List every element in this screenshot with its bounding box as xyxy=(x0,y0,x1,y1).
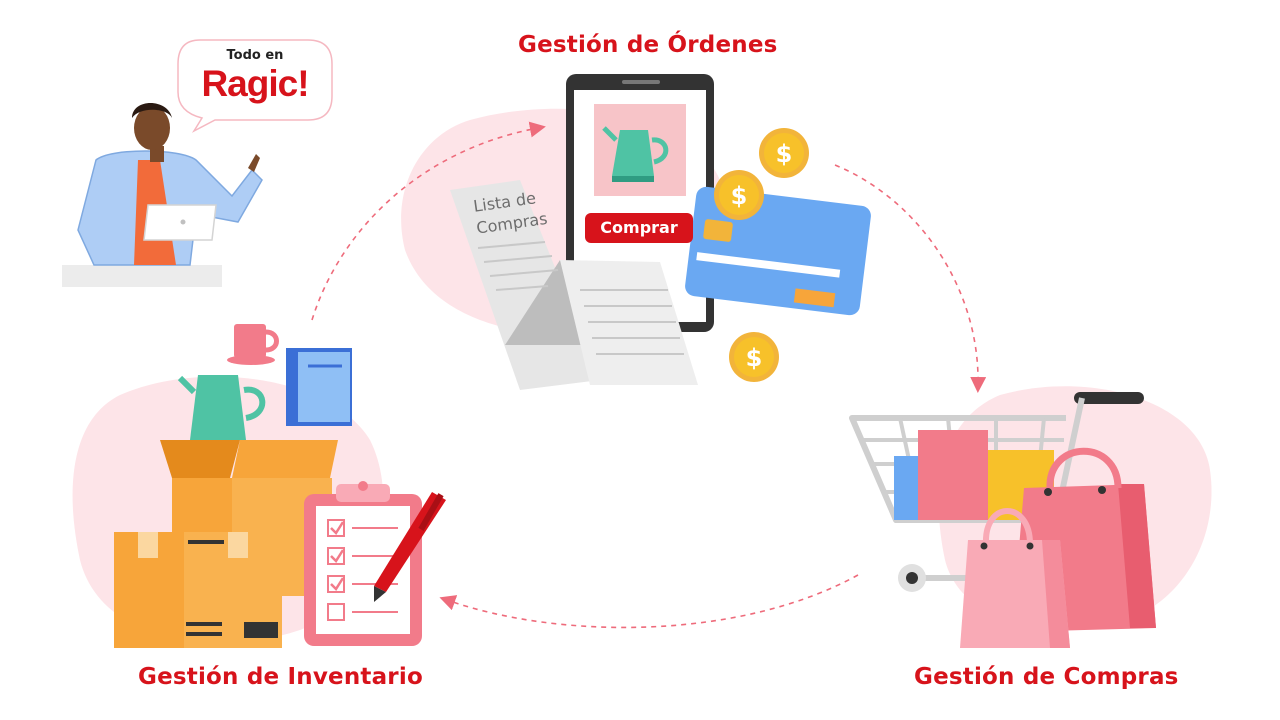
coin-bottom-icon xyxy=(729,332,779,382)
ragic-logo-text: Ragic! xyxy=(201,63,309,104)
coin-top-right-icon xyxy=(759,128,809,178)
presenter-illustration xyxy=(62,103,263,287)
mug-icon xyxy=(227,324,279,365)
shopping-bag-front-icon xyxy=(960,508,1070,648)
shopping-cart-icon xyxy=(849,392,1144,592)
node-label-orders: Gestión de Órdenes xyxy=(518,32,778,58)
arrow-purchases-to-inventory xyxy=(439,574,859,629)
coin-middle-icon xyxy=(714,170,764,220)
speech-bubble xyxy=(177,39,333,133)
coin-symbol-3: $ xyxy=(746,344,763,372)
node-label-purchases: Gestión de Compras xyxy=(914,664,1179,690)
speech-bubble-caption: Todo en xyxy=(226,48,284,63)
buy-button[interactable]: Comprar xyxy=(585,213,693,243)
arrow-orders-to-purchases xyxy=(834,164,987,393)
tablet-device xyxy=(566,74,714,332)
coin-symbol-2: $ xyxy=(731,182,748,210)
node-label-inventory: Gestión de Inventario xyxy=(138,664,423,690)
coin-symbol-1: $ xyxy=(776,140,793,168)
teapot-icon xyxy=(612,130,654,176)
pen-icon xyxy=(374,492,446,602)
shopping-list-paper xyxy=(450,180,698,390)
cardboard-boxes-icon xyxy=(114,440,338,648)
book-icon xyxy=(286,348,352,426)
credit-card-icon xyxy=(685,186,871,316)
teapot-inventory-icon xyxy=(177,375,266,440)
